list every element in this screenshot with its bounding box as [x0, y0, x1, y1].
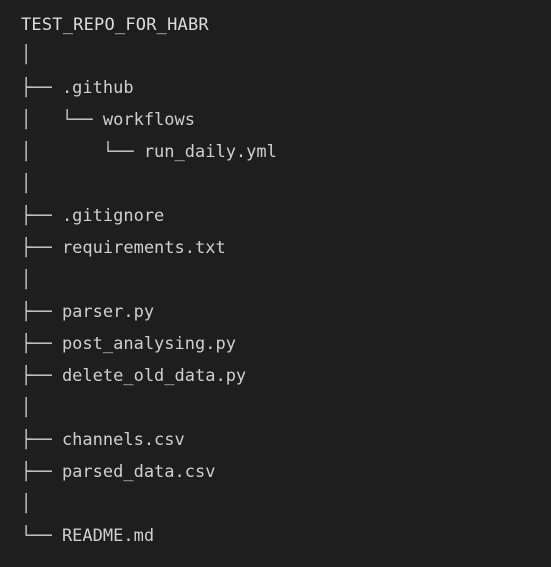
- tree-item-parsed-data-csv: ├── parsed_data.csv: [21, 462, 216, 482]
- repo-root-name: TEST_REPO_FOR_HABR: [21, 15, 209, 35]
- tree-item-run-daily-yml: │ └── run_daily.yml: [21, 142, 277, 162]
- tree-item-parser-py: ├── parser.py: [21, 302, 155, 322]
- tree-item-gitignore: ├── .gitignore: [21, 206, 165, 226]
- tree-item-requirements-txt: ├── requirements.txt: [21, 238, 226, 258]
- tree-line-spacer: │: [21, 174, 32, 194]
- tree-item-post-analysing-py: ├── post_analysing.py: [21, 334, 236, 354]
- tree-line-spacer: │: [21, 398, 32, 418]
- tree-item-workflows: │ └── workflows: [21, 110, 195, 130]
- tree-line-spacer: │: [21, 494, 32, 514]
- tree-item-channels-csv: ├── channels.csv: [21, 430, 185, 450]
- tree-item-delete-old-data-py: ├── delete_old_data.py: [21, 366, 247, 386]
- tree-item-github: ├── .github: [21, 78, 134, 98]
- tree-item-readme-md: └── README.md: [21, 526, 155, 546]
- tree-line-spacer: │: [21, 45, 32, 65]
- tree-line-spacer: │: [21, 270, 32, 290]
